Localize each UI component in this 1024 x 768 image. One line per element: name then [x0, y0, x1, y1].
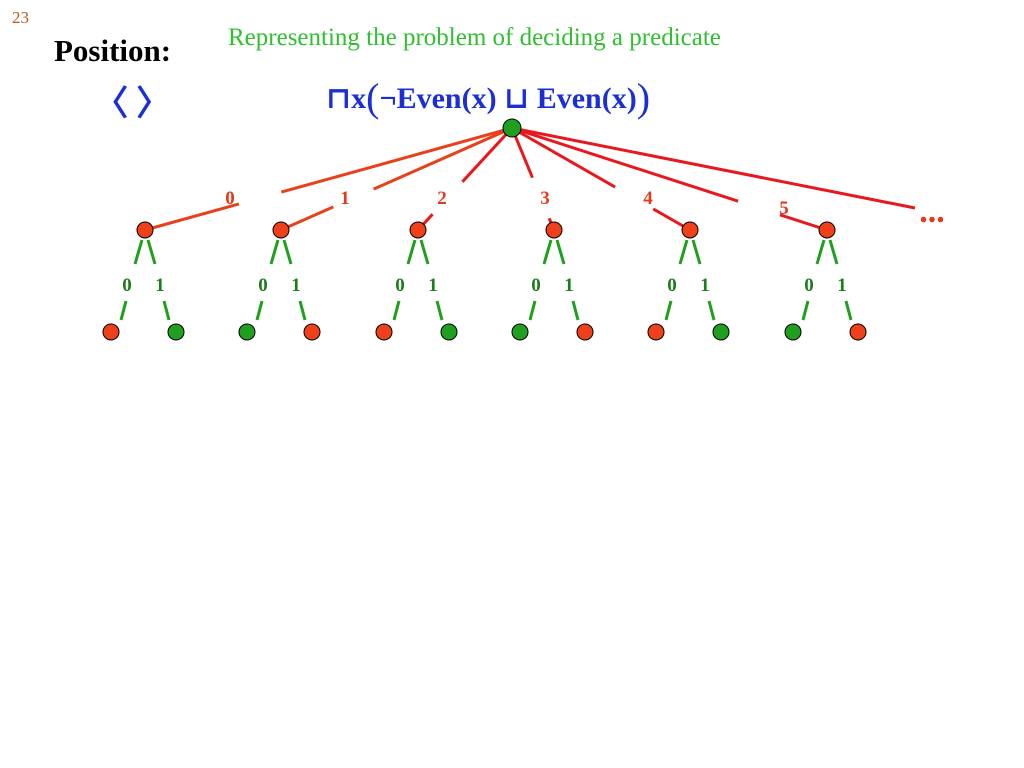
child-edge-upper-right-5: [828, 239, 839, 265]
child-edge-lower-2-0: [392, 300, 401, 321]
child-edge-lower-5-0: [801, 300, 810, 321]
leaf-node-4-1: [712, 323, 730, 341]
leaf-label-5-0: 0: [804, 275, 814, 296]
child-edge-upper-left-0: [133, 239, 144, 265]
position-label: Position:: [54, 33, 172, 68]
root-edge-2-a: [461, 126, 514, 183]
leaf-label-3-1: 1: [564, 275, 574, 296]
branch-label-5: 5: [779, 198, 789, 219]
branch-label-3: 3: [540, 188, 550, 209]
formula-open-paren: (: [366, 75, 380, 120]
child-edge-upper-right-0: [146, 239, 157, 265]
child-edge-lower-4-0: [664, 300, 673, 321]
branch-label-4: 4: [643, 188, 653, 209]
leaf-node-0-0: [102, 323, 120, 341]
leaf-label-4-1: 1: [700, 275, 710, 296]
leaf-node-2-1: [440, 323, 458, 341]
branch-label-1: 1: [340, 188, 350, 209]
root-edge-0-b: [144, 202, 240, 232]
formula-close-paren: ): [636, 75, 651, 120]
branch-node-3: [545, 221, 563, 239]
child-edge-lower-4-1: [707, 300, 716, 321]
root-node: [502, 118, 522, 138]
branch-label-2: 2: [437, 188, 447, 209]
child-edge-upper-left-3: [542, 239, 553, 265]
branch-node-2: [409, 221, 427, 239]
leaf-node-1-1: [303, 323, 321, 341]
formula-body: ¬Even(x) ⊔ Even(x): [379, 82, 637, 115]
slide-number: 23: [12, 8, 29, 27]
child-edge-upper-left-4: [678, 239, 689, 265]
child-edge-lower-2-1: [435, 300, 444, 321]
child-edge-upper-right-1: [282, 239, 293, 265]
child-edge-upper-right-3: [555, 239, 566, 265]
leaf-node-3-0: [511, 323, 529, 341]
leaf-label-0-0: 0: [122, 275, 132, 296]
leaf-label-1-1: 1: [291, 275, 301, 296]
root-edge-1-a: [372, 126, 513, 191]
child-edge-lower-3-1: [571, 300, 580, 321]
leaf-label-5-1: 1: [837, 275, 847, 296]
child-edge-lower-0-0: [119, 300, 128, 321]
leaf-node-1-0: [238, 323, 256, 341]
branch-node-4: [681, 221, 699, 239]
child-edge-upper-left-1: [269, 239, 280, 265]
leaf-label-2-0: 0: [395, 275, 405, 296]
child-edge-upper-left-5: [815, 239, 826, 265]
formula-quantifier: ⊓x: [326, 82, 367, 115]
leaf-node-3-1: [576, 323, 594, 341]
slide-subtitle: Representing the problem of deciding a p…: [228, 24, 721, 51]
child-edge-upper-left-2: [406, 239, 417, 265]
root-edge-1-b: [280, 205, 334, 232]
leaf-node-4-0: [647, 323, 665, 341]
branch-node-1: [272, 221, 290, 239]
leaf-label-0-1: 1: [155, 275, 165, 296]
root-edge-4-a: [511, 126, 616, 189]
child-edge-upper-right-2: [419, 239, 430, 265]
leaf-node-5-0: [784, 323, 802, 341]
more-indicator: ...: [919, 193, 945, 230]
child-edge-lower-0-1: [162, 300, 171, 321]
branch-node-0: [136, 221, 154, 239]
child-edge-upper-right-4: [691, 239, 702, 265]
leaf-label-1-0: 0: [258, 275, 268, 296]
leaf-label-3-0: 0: [531, 275, 541, 296]
child-edge-lower-1-1: [298, 300, 307, 321]
root-edge-0-a: [280, 126, 513, 194]
formula: ⊓x(¬Even(x) ⊔ Even(x)): [326, 74, 650, 121]
position-value: 〈 〉: [94, 86, 171, 123]
child-edge-lower-1-0: [255, 300, 264, 321]
branch-label-0: 0: [225, 188, 235, 209]
leaf-label-2-1: 1: [428, 275, 438, 296]
branch-node-5: [818, 221, 836, 239]
leaf-node-0-1: [167, 323, 185, 341]
root-edge-more: [511, 126, 916, 210]
leaf-node-5-1: [849, 323, 867, 341]
child-edge-lower-5-1: [844, 300, 853, 321]
leaf-node-2-0: [375, 323, 393, 341]
child-edge-lower-3-0: [528, 300, 537, 321]
leaf-label-4-0: 0: [667, 275, 677, 296]
root-edge-5-a: [511, 126, 739, 203]
